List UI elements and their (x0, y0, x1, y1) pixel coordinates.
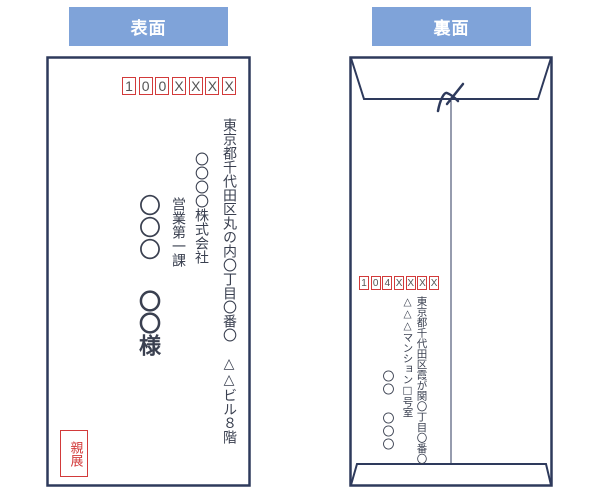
front-label: 表面 (69, 7, 228, 46)
postal-digit: X (172, 77, 187, 95)
front-company: 〇〇〇〇株式会社 (193, 152, 209, 264)
back-postal-code: 1 0 4 X X X X (359, 276, 441, 290)
front-name-given: 〇〇様 (135, 290, 160, 356)
postal-digit: X (394, 276, 405, 290)
postal-digit: 0 (138, 77, 153, 95)
postal-digit: X (222, 77, 237, 95)
top-flap (350, 57, 552, 100)
front-name-family: 〇〇〇 (135, 194, 160, 260)
postal-digit: 1 (359, 276, 369, 290)
postal-digit: X (429, 276, 440, 290)
back-label: 裏面 (372, 7, 531, 46)
front-postal-code: 1 0 0 X X X X (122, 77, 239, 95)
bottom-flap (350, 463, 552, 486)
postal-digit: X (417, 276, 428, 290)
postal-digit: X (405, 276, 416, 290)
postal-digit: X (188, 77, 203, 95)
back-envelope (349, 56, 553, 487)
front-address: 東京都千代田区丸の内〇丁目〇番〇 △△ビル８階 (221, 118, 237, 444)
postal-digit: 0 (370, 276, 381, 290)
postal-digit: 1 (122, 77, 136, 95)
front-department: 営業第一課 (170, 197, 186, 267)
seal-mark (436, 82, 465, 113)
front-envelope (46, 56, 251, 487)
confidential-seal: 親展 (60, 430, 88, 477)
postal-digit: 4 (382, 276, 393, 290)
postal-digit: X (205, 77, 220, 95)
back-building: △△△マンション□号室 (401, 296, 414, 418)
back-name-given: 〇〇〇 (381, 412, 395, 451)
back-address: 東京都千代田区霞が関〇丁目〇番〇 (415, 296, 428, 464)
back-name-family: 〇〇 (381, 370, 395, 396)
postal-digit: 0 (155, 77, 170, 95)
